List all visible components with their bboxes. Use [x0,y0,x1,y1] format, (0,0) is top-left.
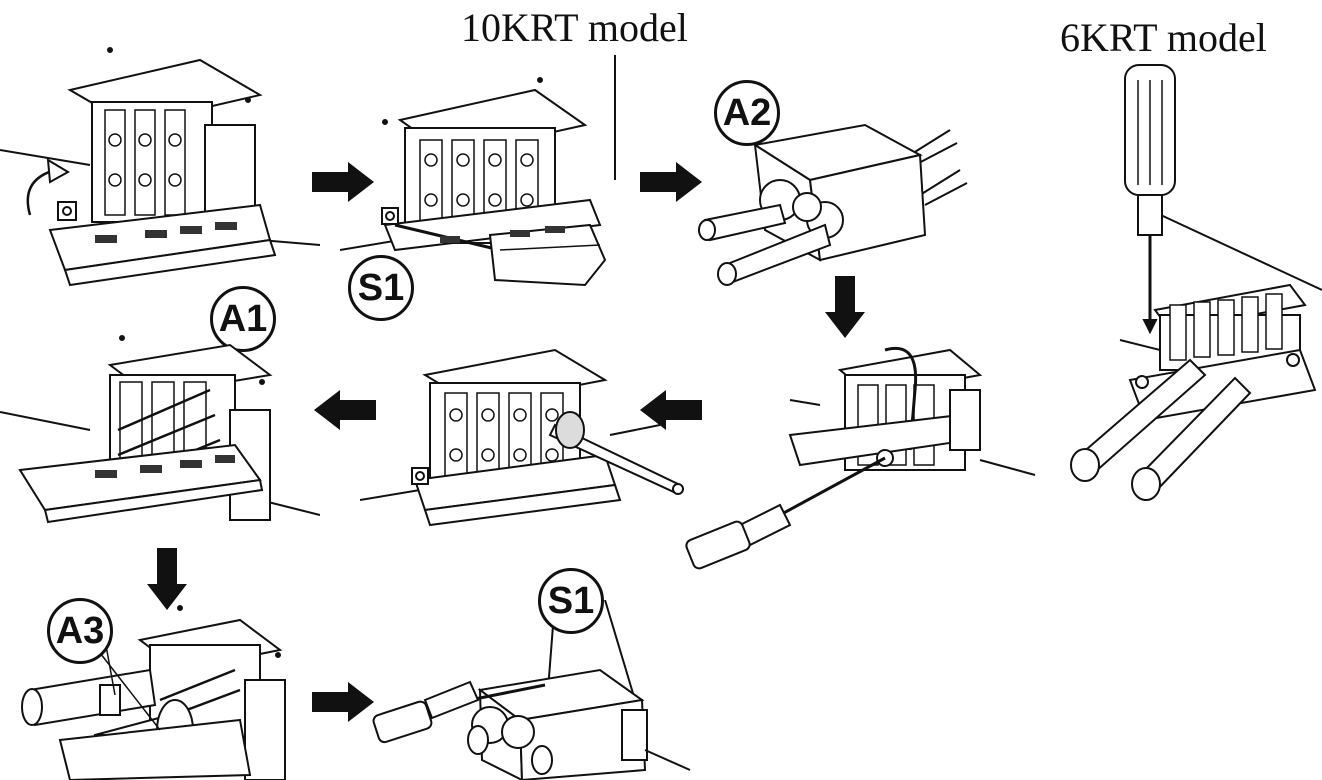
arrow-down-icon [147,548,187,610]
arrow-left-icon [314,390,376,430]
step-4-wire-terminal [685,347,1036,570]
step-5-insert-wire [360,348,684,527]
title-10krt-model: 10KRT model [461,5,688,50]
step-8-reinstall-cover [372,600,691,780]
label-a1: A1 [210,286,276,352]
step-6-wires-installed [0,335,320,524]
arrow-right-icon [312,162,374,202]
arrow-down-icon [825,276,865,338]
label-a2: A2 [714,80,780,146]
step-2-10krt-unscrew [340,55,616,287]
step-3-cable-cover [698,123,968,286]
arrow-left-icon [640,390,702,430]
panel-6krt-terminal [1070,64,1322,501]
label-a3: A3 [47,598,113,664]
arrow-right-icon [312,682,374,722]
arrow-right-icon [640,162,702,202]
step-7-cable-clamps [21,605,286,780]
label-s1-top: S1 [348,255,414,321]
title-6krt-model: 6KRT model [1060,15,1267,60]
label-s1-bottom: S1 [538,568,604,634]
step-1-remove-cover [0,47,320,287]
